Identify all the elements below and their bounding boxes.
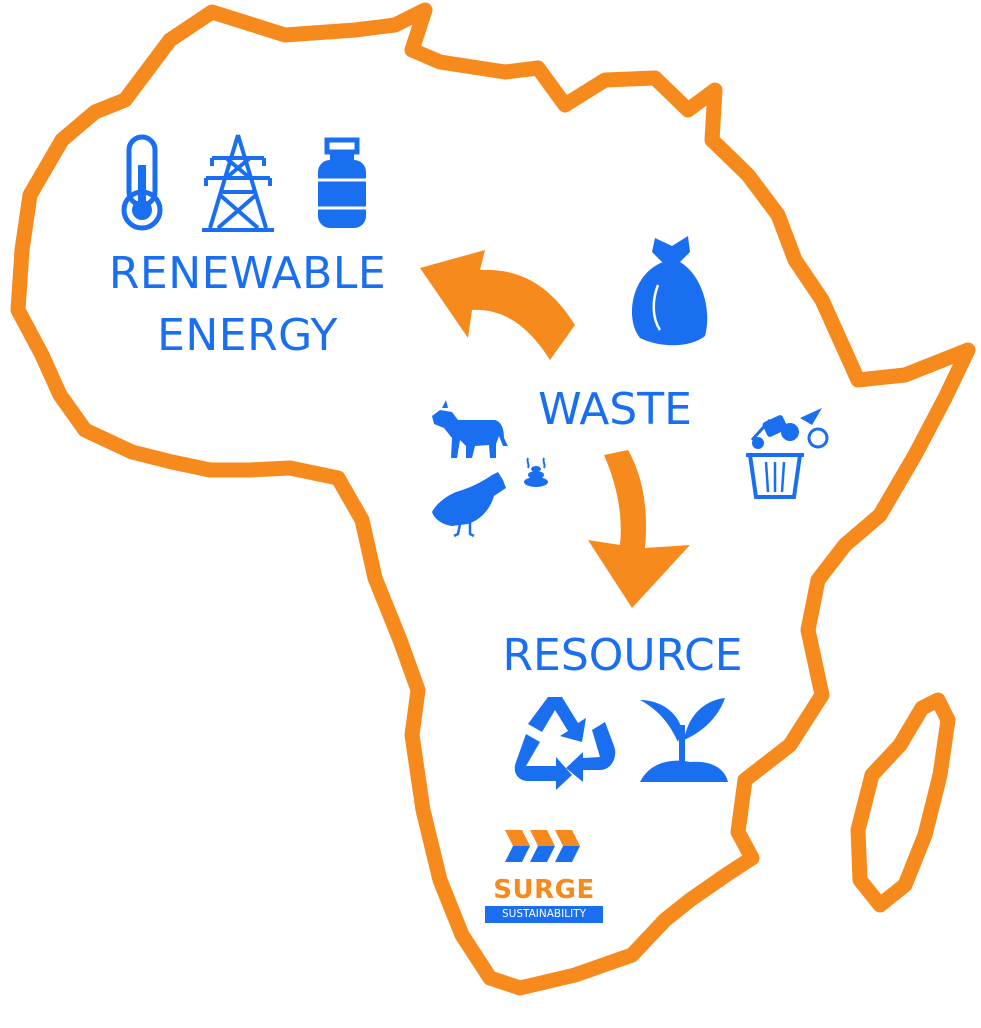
renewable-label: RENEWABLE bbox=[108, 248, 387, 299]
cow-icon bbox=[432, 400, 508, 458]
food-waste-bin-icon bbox=[746, 408, 829, 499]
garbage-bag-icon bbox=[631, 236, 708, 346]
power-pylon-icon bbox=[202, 134, 274, 232]
arrow-to-energy bbox=[420, 250, 575, 360]
surge-logo: SURGE SUSTAINABILITY bbox=[485, 825, 605, 927]
waste-label: WASTE bbox=[538, 384, 692, 435]
madagascar-outline bbox=[850, 692, 956, 913]
gas-cylinder-icon bbox=[318, 137, 366, 228]
thermometer-icon bbox=[121, 134, 163, 231]
logo-subtitle: SUSTAINABILITY bbox=[485, 906, 603, 923]
recycle-icon bbox=[514, 697, 616, 790]
logo-name: SURGE bbox=[493, 875, 595, 905]
resource-label: RESOURCE bbox=[502, 630, 743, 681]
chicken-icon bbox=[432, 472, 506, 538]
seedling-icon bbox=[640, 698, 728, 782]
energy-label: ENERGY bbox=[157, 310, 338, 361]
dung-icon bbox=[524, 457, 548, 487]
surge-logo-mark bbox=[505, 830, 580, 862]
arrow-to-resource bbox=[588, 450, 690, 608]
